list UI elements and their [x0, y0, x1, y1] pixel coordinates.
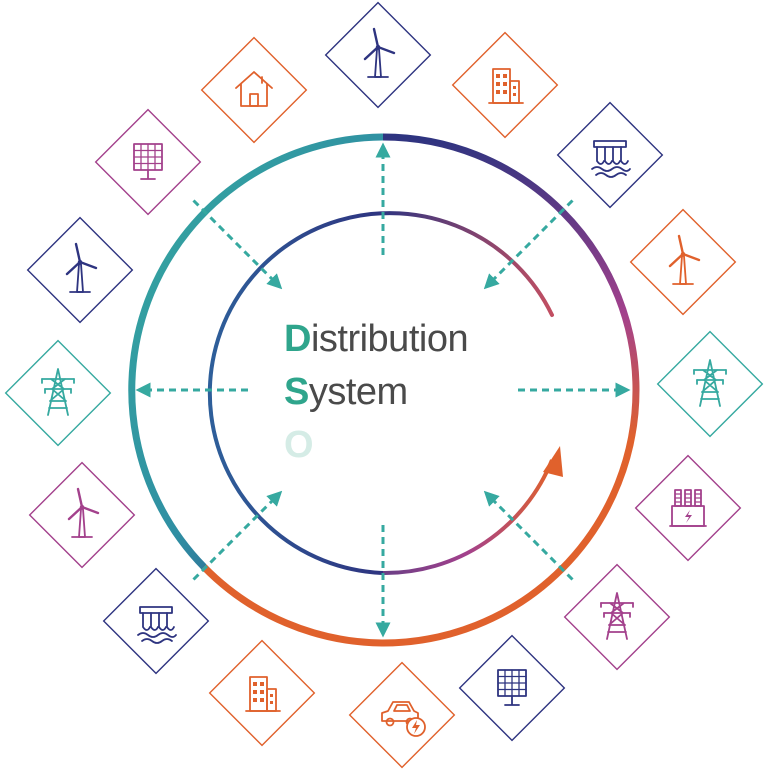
wind-turbine-icon [67, 487, 100, 538]
hydro-dam-icon [137, 606, 177, 644]
inner-ring-lower-arc [382, 459, 554, 576]
diamond-frame [200, 36, 308, 144]
title-line-system: System [284, 373, 408, 411]
inward-flow-arrow [483, 490, 574, 581]
inner-ring-arrowhead [543, 446, 563, 477]
outer-ring-left-arc [128, 133, 384, 570]
title-line-distribution: Distribution [284, 318, 469, 360]
asset-tile [556, 101, 664, 209]
building-icon [245, 676, 281, 712]
asset-tile [28, 461, 136, 569]
asset-tile [458, 634, 566, 742]
wind-turbine-icon [668, 234, 701, 285]
inward-flow-arrow [192, 490, 283, 581]
title-rest-distribution: istribution [310, 318, 469, 360]
asset-tile [324, 1, 432, 109]
asset-tile [629, 208, 737, 316]
asset-tile [208, 639, 316, 747]
asset-tile [94, 108, 202, 216]
inner-ring-upper-arc [207, 211, 554, 575]
asset-tile [348, 661, 456, 769]
diamond-frame [634, 454, 742, 562]
diamond-frame [28, 461, 136, 569]
house-icon [235, 71, 273, 107]
solar-panel-icon [133, 143, 163, 180]
title-line-operator: O [284, 424, 314, 466]
title-initial-d: D [284, 318, 311, 360]
asset-tile [563, 563, 671, 671]
diamond-frame [324, 1, 432, 109]
diamond-frame [629, 208, 737, 316]
transmission-tower-icon [600, 592, 634, 640]
inward-flow-arrow [483, 199, 574, 290]
flow-arrows [135, 142, 631, 638]
asset-tile [26, 216, 134, 324]
title-initial-s: S [284, 371, 309, 413]
asset-tile [102, 567, 210, 675]
inward-flow-arrow [192, 199, 283, 290]
asset-tile [451, 31, 559, 139]
wind-turbine-icon [363, 27, 396, 78]
diamond-frame [102, 567, 210, 675]
outer-ring-right-arc [201, 133, 640, 647]
diamond-frame [348, 661, 456, 769]
electric-car-icon [381, 701, 426, 737]
asset-tile [200, 36, 308, 144]
transmission-tower-icon [41, 368, 75, 416]
transformer-icon [669, 489, 707, 527]
building-icon [488, 68, 524, 104]
hydro-dam-icon [591, 140, 631, 178]
transmission-tower-icon [693, 359, 727, 407]
asset-tile [656, 330, 764, 438]
energy-asset-tiles [4, 1, 764, 769]
title-initial-o: O [284, 424, 314, 466]
wind-turbine-icon [65, 242, 98, 293]
diamond-frame [556, 101, 664, 209]
asset-tile [4, 339, 112, 447]
asset-tile [634, 454, 742, 562]
title-rest-system: ystem [308, 371, 408, 413]
diamond-frame [26, 216, 134, 324]
solar-panel-icon [497, 669, 527, 706]
